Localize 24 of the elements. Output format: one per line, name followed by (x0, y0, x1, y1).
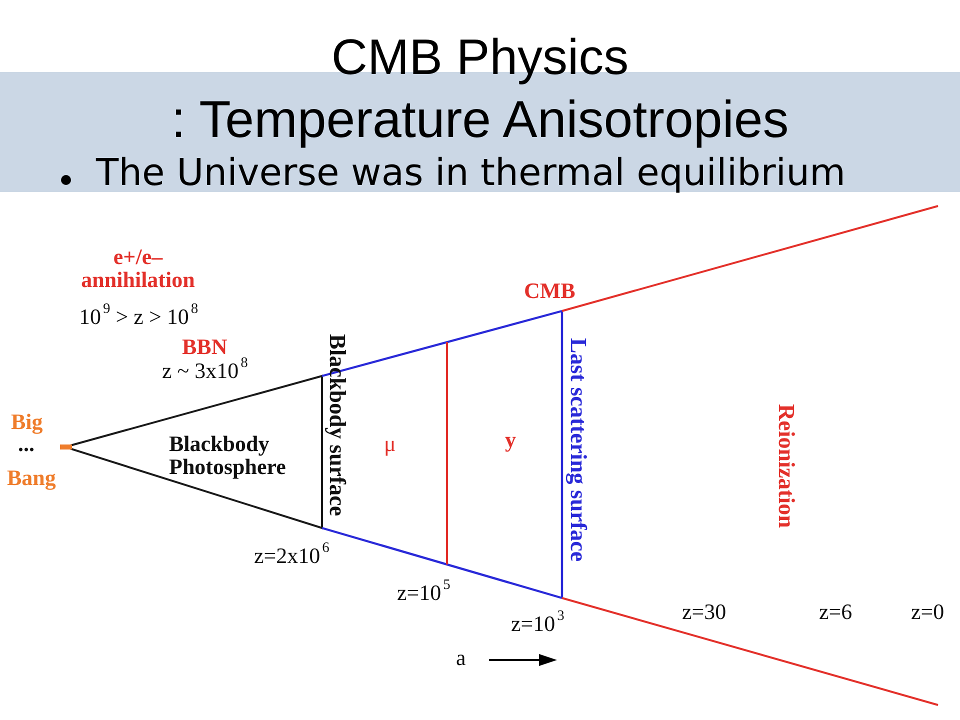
region-label: Blackbody Photosphere (169, 432, 287, 478)
redshift-label: z=10$^{5}$ (397, 581, 450, 604)
redshift-label: z=10$^{3}$ (511, 612, 564, 636)
slide-title: CMB Physics (331, 30, 629, 85)
redshift-label: z ~ 3x10$^{8}$ (162, 359, 248, 382)
redshift-label: z=0 (911, 600, 944, 624)
era-label: BBN (182, 335, 228, 358)
slide-subtitle: : Temperature Anisotropies (171, 92, 789, 150)
era-label: CMB (524, 279, 576, 302)
redshift-label: z=6 (819, 600, 852, 624)
surface-label: Blackbody surface (325, 334, 350, 516)
era-label: Reionization (774, 404, 798, 528)
axis-label: a (456, 646, 466, 670)
era-label: e+/e– annihilation (80, 245, 196, 292)
event-label: Big (11, 410, 43, 434)
redshift-label: z=2x10$^{6}$ (254, 544, 330, 568)
ellipsis-label: ... (18, 432, 34, 456)
event-label: Bang (7, 466, 56, 490)
region-label: μ (384, 432, 396, 456)
redshift-range-label: 10$^{9}$ > z > 10$^{8}$ (79, 305, 198, 328)
surface-label: Last scattering surface (566, 338, 590, 562)
redshift-label: z=30 (682, 600, 726, 624)
bullet-text: The Universe was in thermal equilibrium (96, 153, 846, 194)
region-label: y (505, 428, 516, 452)
